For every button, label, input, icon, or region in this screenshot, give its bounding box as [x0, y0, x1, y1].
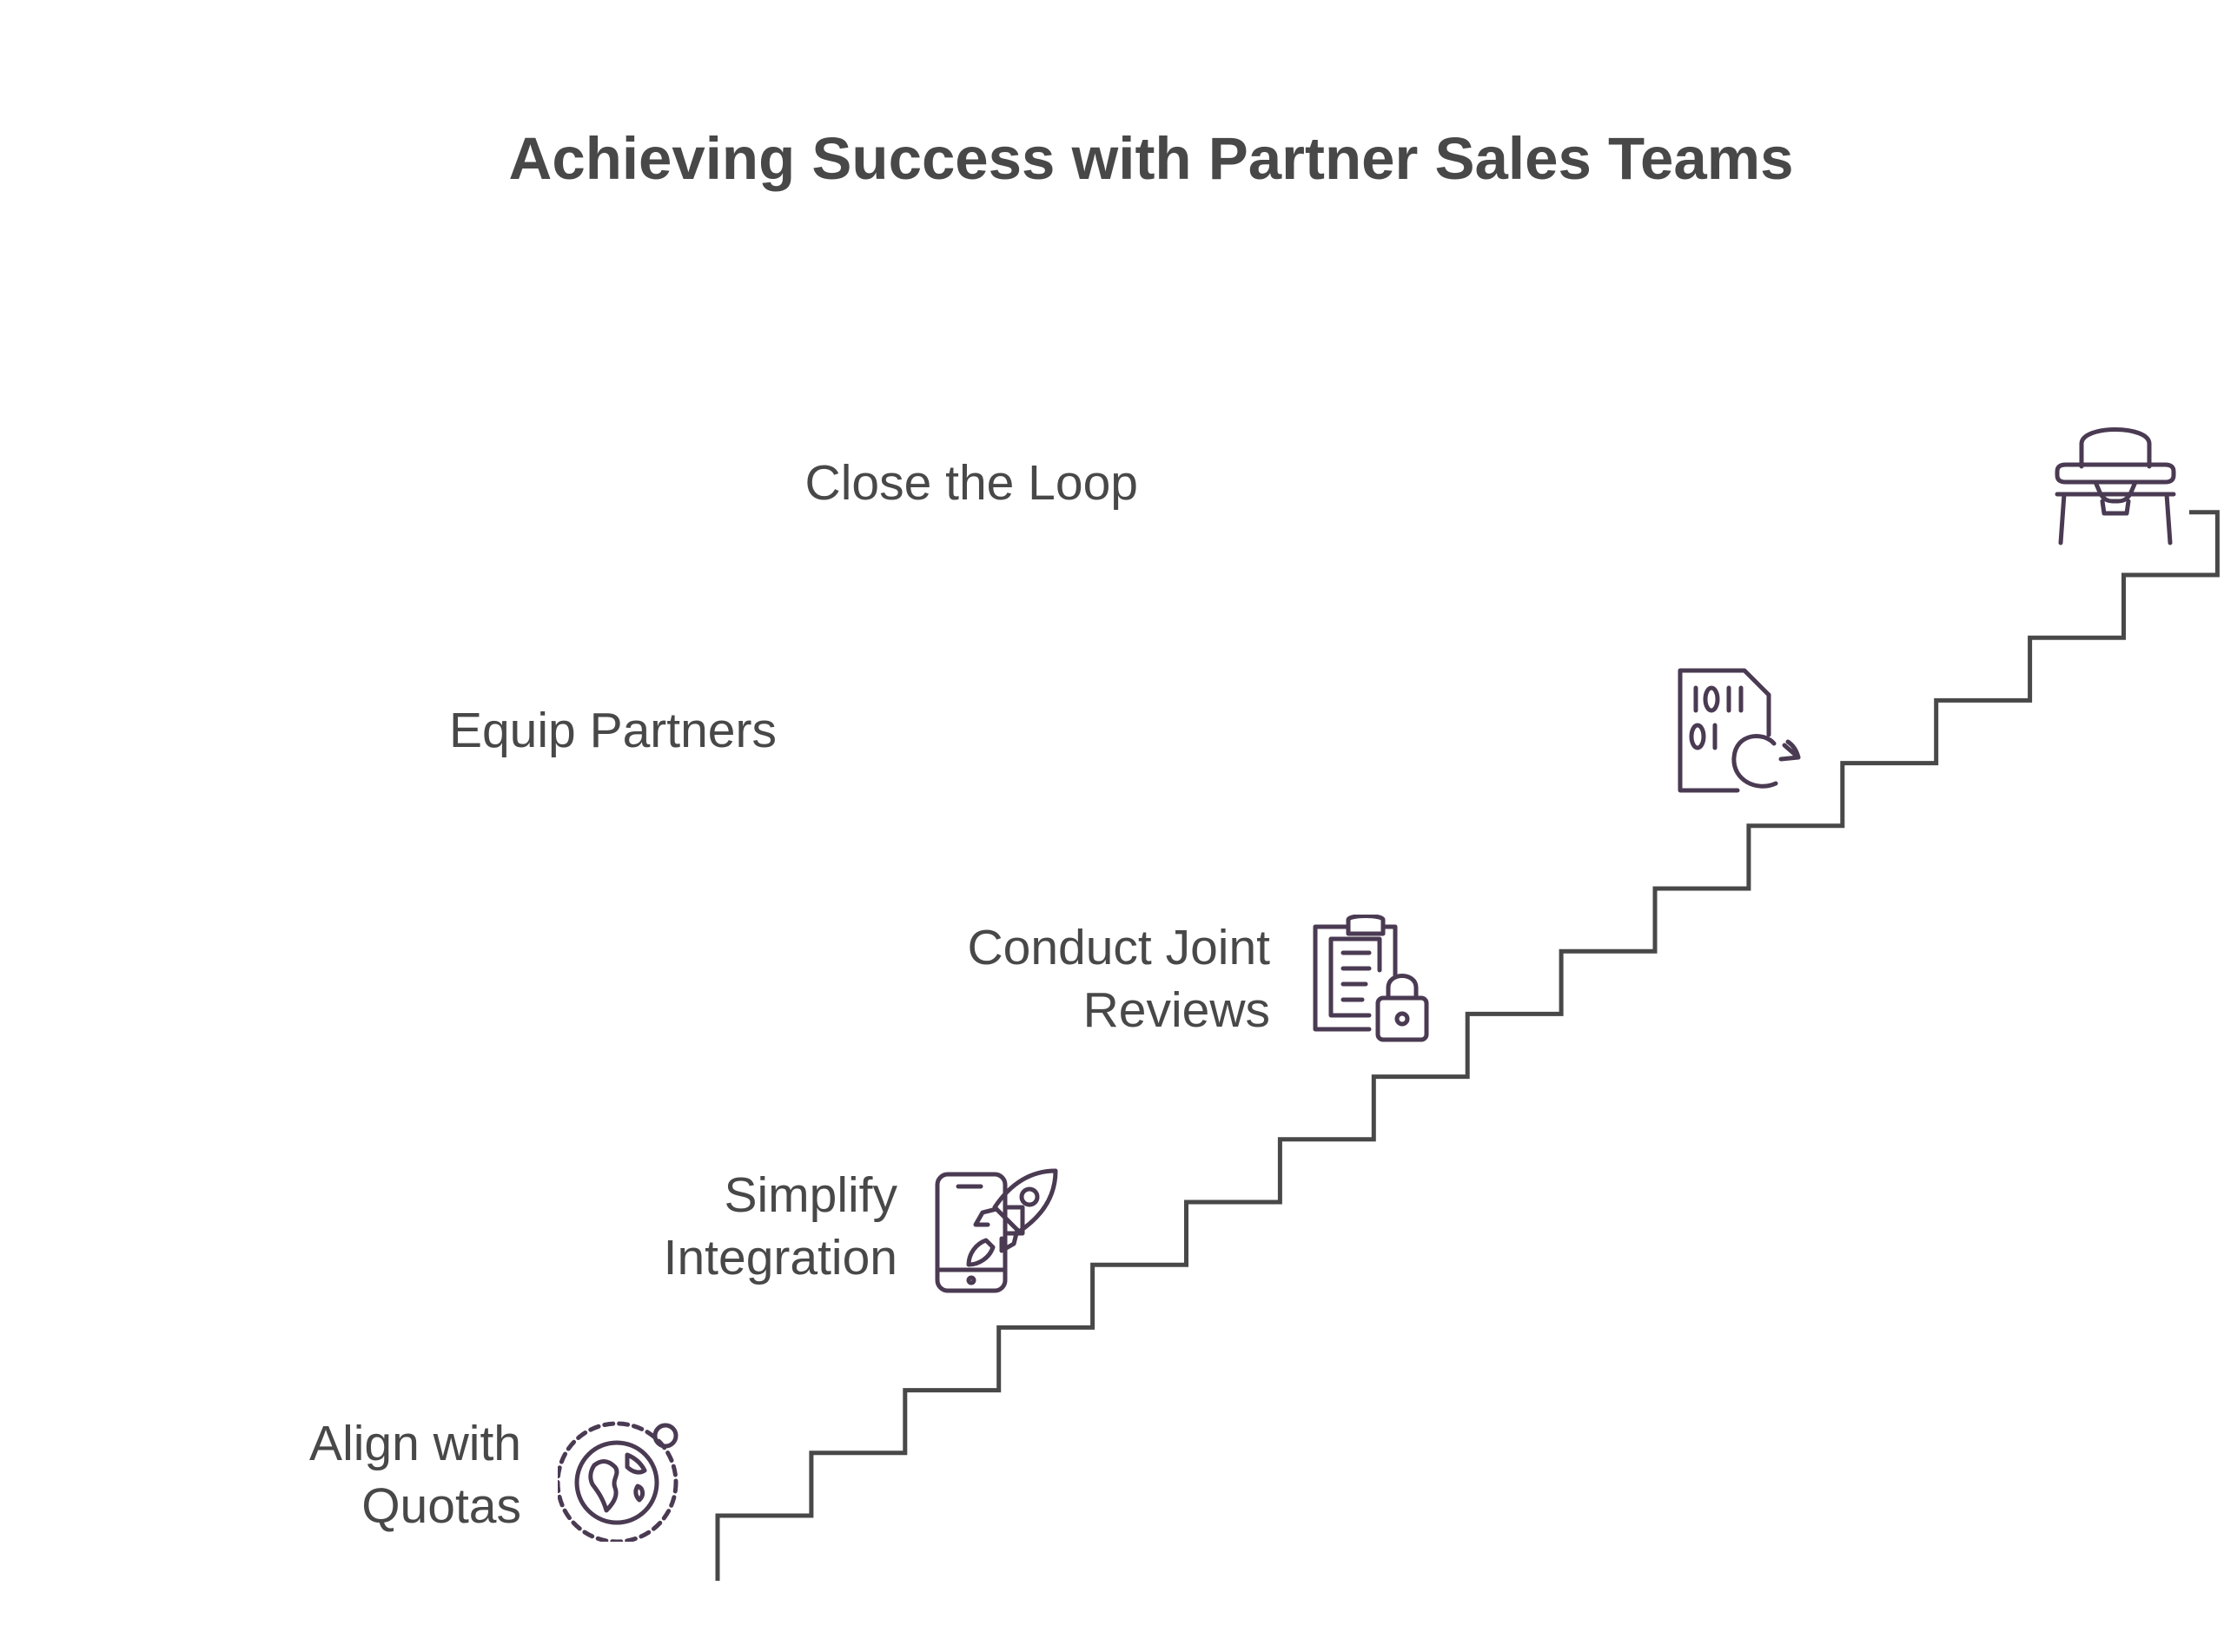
- step-label-line: Quotas: [361, 1478, 521, 1534]
- step-label-equip-partners: Equip Partners: [449, 699, 777, 762]
- step-label-line: Close the Loop: [804, 455, 1138, 511]
- step-label-close-the-loop: Close the Loop: [805, 452, 1138, 514]
- step-label-conduct-joint-reviews: Conduct Joint Reviews: [967, 916, 1270, 1041]
- clipboard-lock-icon: [1305, 915, 1435, 1045]
- step-label-line: Simplify: [724, 1167, 897, 1223]
- staircase-line: [715, 510, 2220, 1581]
- step-label-line: Align with: [309, 1416, 521, 1471]
- globe-orbit-icon: [558, 1411, 688, 1542]
- binary-file-refresh-icon: [1677, 667, 1807, 797]
- step-label-simplify-integration: Simplify Integration: [664, 1164, 897, 1289]
- high-chair-icon: [2050, 420, 2181, 550]
- step-label-line: Integration: [663, 1230, 897, 1285]
- phone-rocket-icon: [932, 1164, 1062, 1294]
- step-label-line: Equip Partners: [448, 703, 777, 758]
- step-label-line: Conduct Joint: [967, 920, 1270, 975]
- diagram-title: Achieving Success with Partner Sales Tea…: [508, 125, 1794, 192]
- step-label-line: Reviews: [1082, 982, 1270, 1038]
- step-label-align-with-quotas: Align with Quotas: [309, 1412, 521, 1537]
